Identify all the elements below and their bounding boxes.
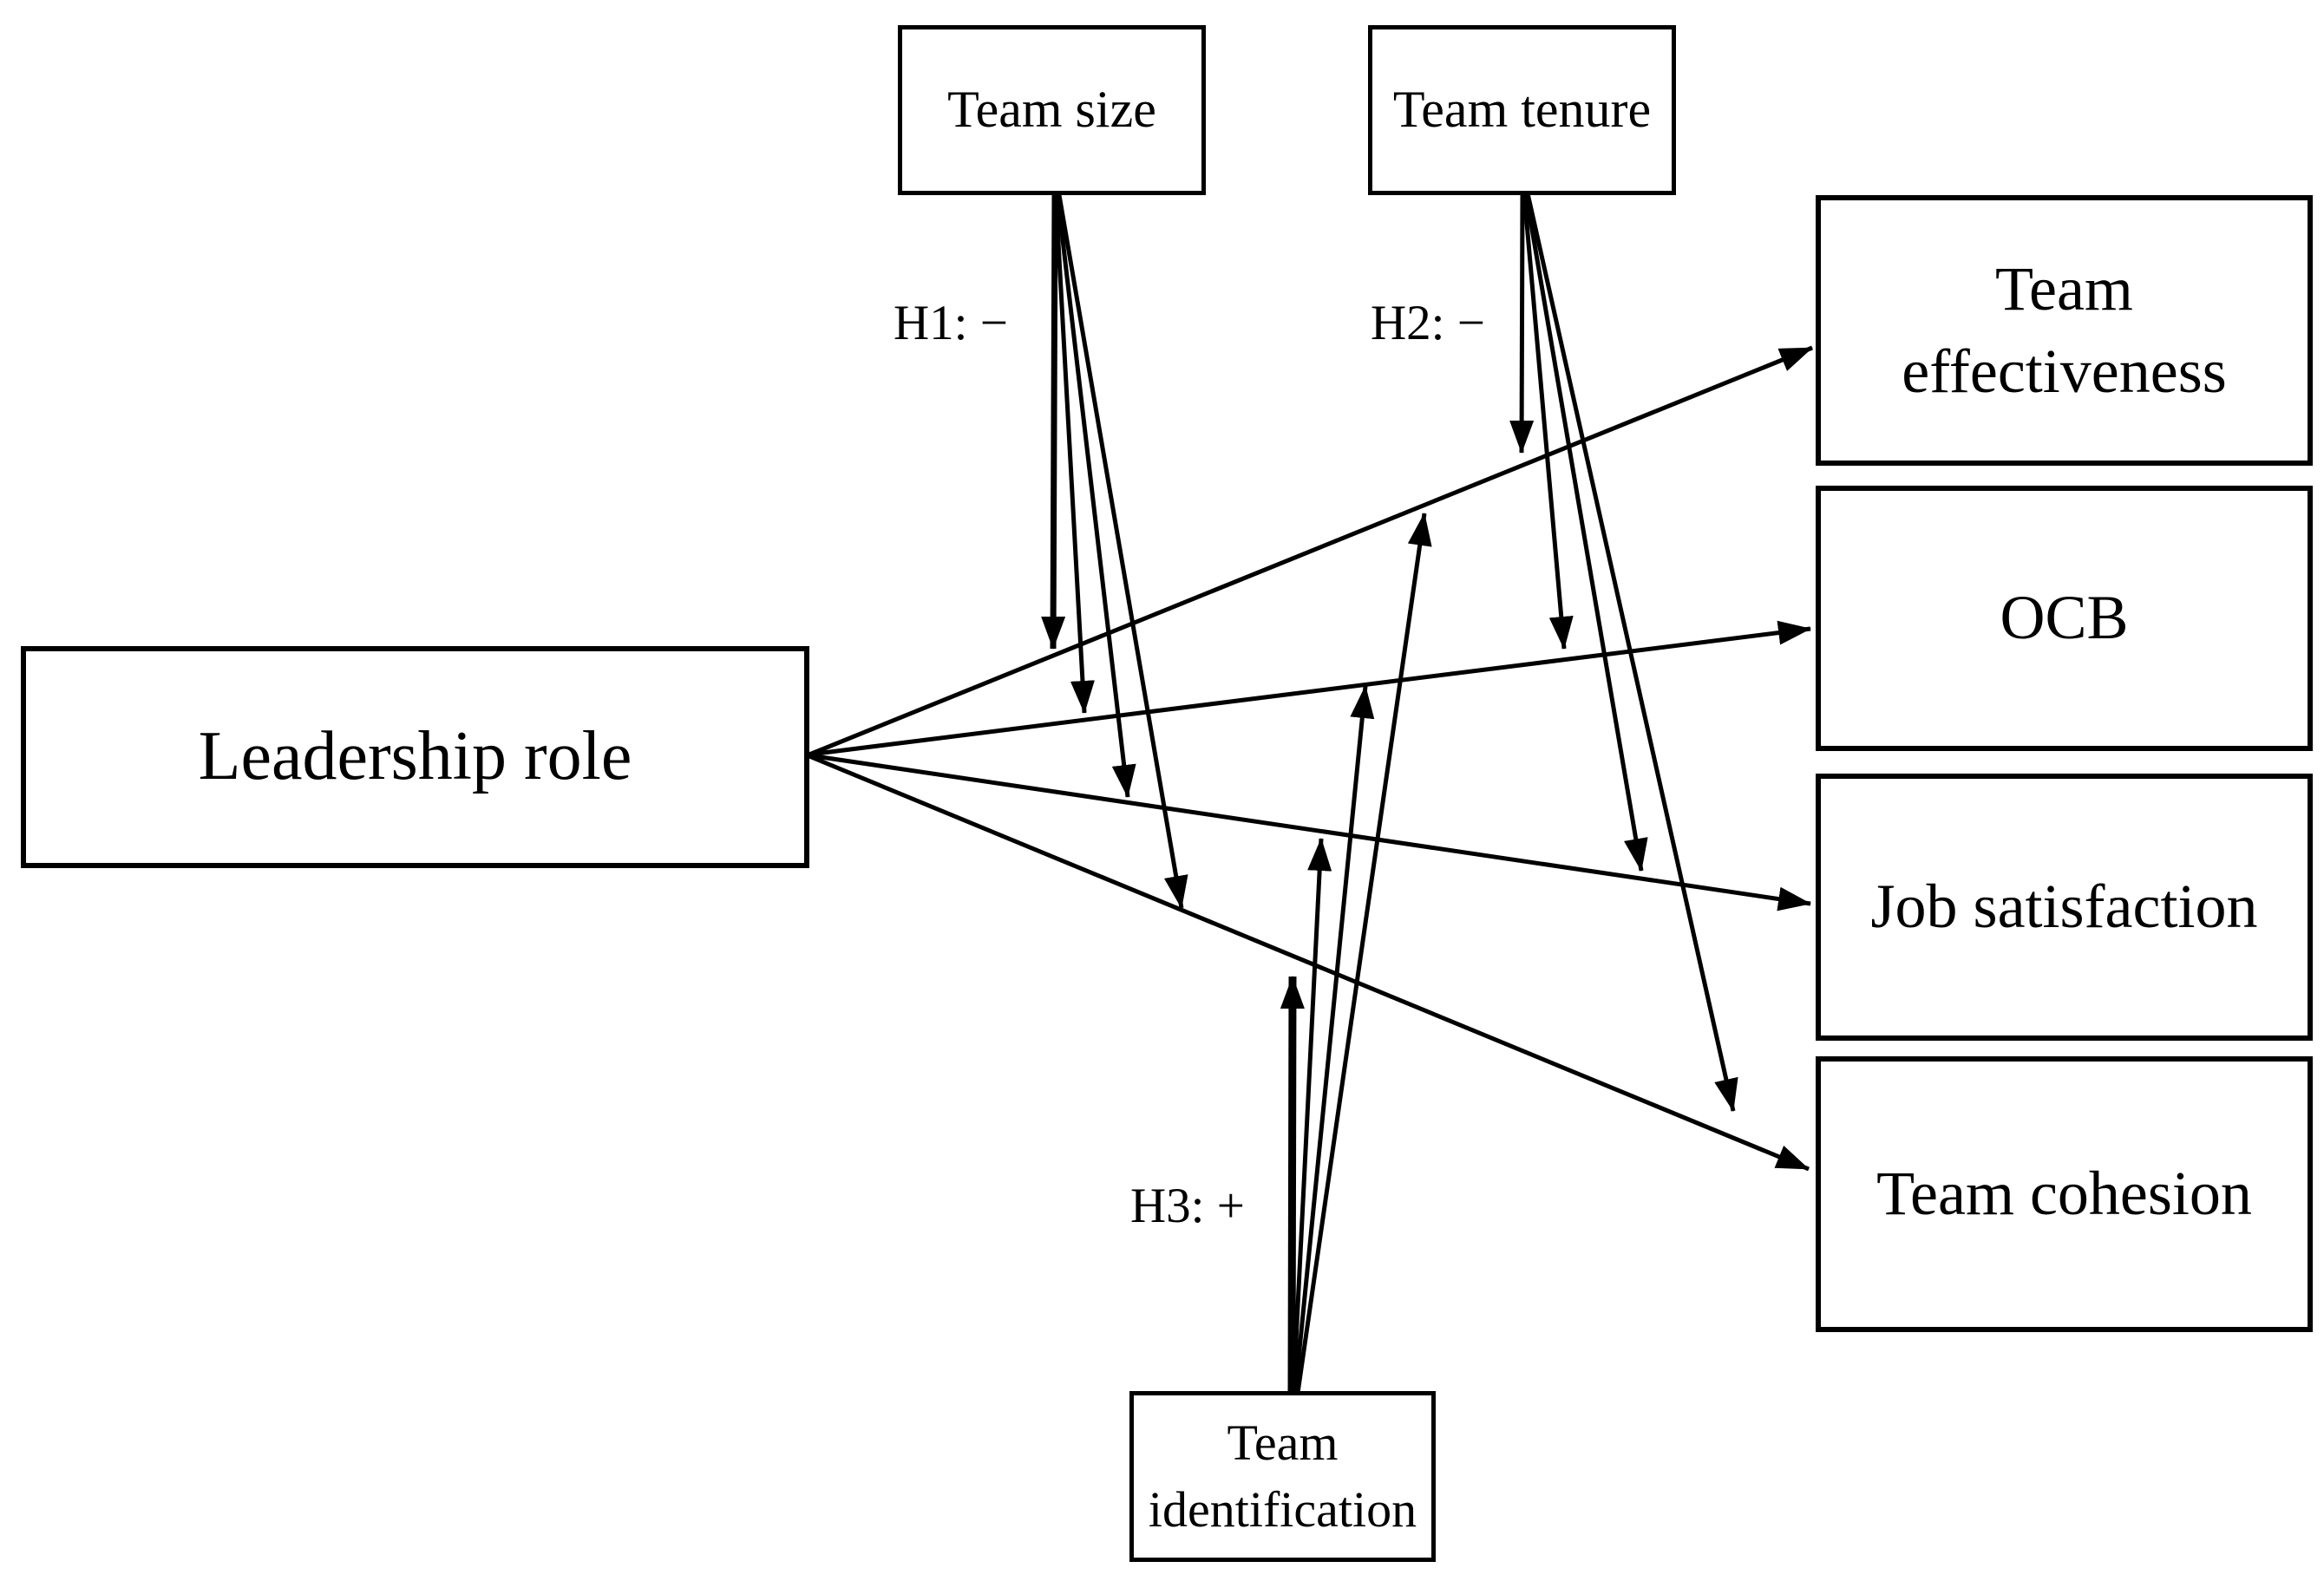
team-identification-to-path-team-cohesion-arrow — [1280, 976, 1305, 1394]
node-team-size: Team size — [898, 25, 1206, 195]
team-size-to-path-team-cohesion-arrow — [1057, 194, 1188, 909]
team-size-to-path-team-effectiveness-arrow — [1041, 194, 1066, 650]
team-identification-to-path-job-satisfaction-arrow — [1291, 838, 1332, 1394]
hypothesis-h2-label: H2: − — [1371, 296, 1485, 350]
team-tenure-to-path-job-satisfaction-arrow — [1523, 193, 1648, 872]
node-ocb: OCB — [1816, 486, 2313, 751]
leadership-to-job-satisfaction-arrow — [808, 753, 1811, 911]
node-team-effectiveness: Team effectiveness — [1816, 195, 2313, 466]
team-identification-to-path-ocb-arrow — [1293, 685, 1375, 1394]
team-tenure-to-path-ocb-arrow — [1522, 193, 1574, 650]
team-identification-to-path-team-effectiveness-arrow — [1295, 513, 1432, 1394]
node-leadership-role: Leadership role — [21, 646, 809, 868]
node-job-satisfaction: Job satisfaction — [1816, 774, 2313, 1041]
team-tenure-to-path-team-cohesion-arrow — [1525, 193, 1738, 1112]
node-team-tenure: Team tenure — [1368, 25, 1676, 195]
hypothesis-h1-label: H1: − — [894, 296, 1008, 350]
hypothesis-h3-label: H3: + — [1130, 1179, 1245, 1233]
team-size-to-path-ocb-arrow — [1053, 194, 1095, 714]
leadership-to-ocb-arrow — [808, 620, 1811, 757]
node-team-cohesion: Team cohesion — [1816, 1056, 2313, 1332]
leadership-to-team-effectiveness-arrow — [808, 345, 1813, 757]
team-size-to-path-job-satisfaction-arrow — [1055, 194, 1136, 798]
node-team-identification: Team identification — [1129, 1391, 1436, 1562]
leadership-to-team-cohesion-arrow — [808, 754, 1810, 1172]
